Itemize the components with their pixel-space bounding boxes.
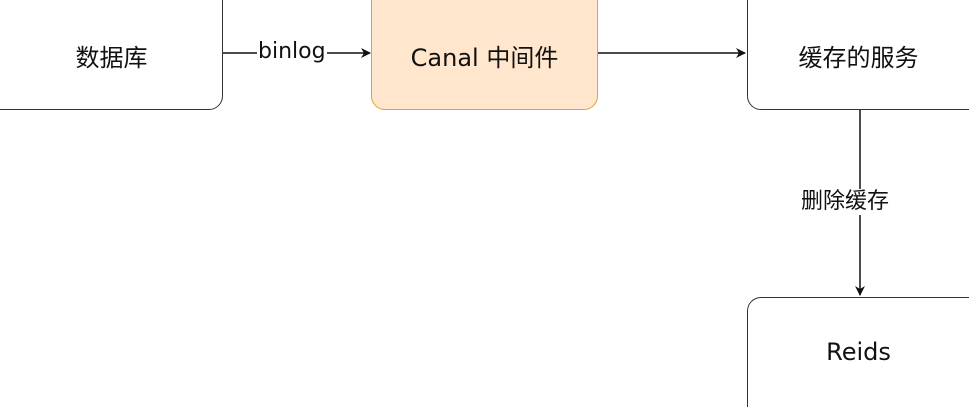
node-cache-service[interactable]: 缓存的服务 — [747, 0, 969, 110]
node-canal[interactable]: Canal 中间件 — [371, 0, 598, 110]
node-redis-label: Reids — [826, 338, 891, 366]
edge-label-binlog: binlog — [257, 39, 327, 65]
node-canal-label: Canal 中间件 — [410, 43, 559, 72]
node-cache-service-label: 缓存的服务 — [798, 43, 919, 72]
node-redis[interactable]: Reids — [747, 297, 969, 407]
node-database-label: 数据库 — [75, 43, 148, 72]
edge-label-delete-cache: 删除缓存 — [800, 189, 891, 215]
node-database[interactable]: 数据库 — [0, 0, 223, 110]
